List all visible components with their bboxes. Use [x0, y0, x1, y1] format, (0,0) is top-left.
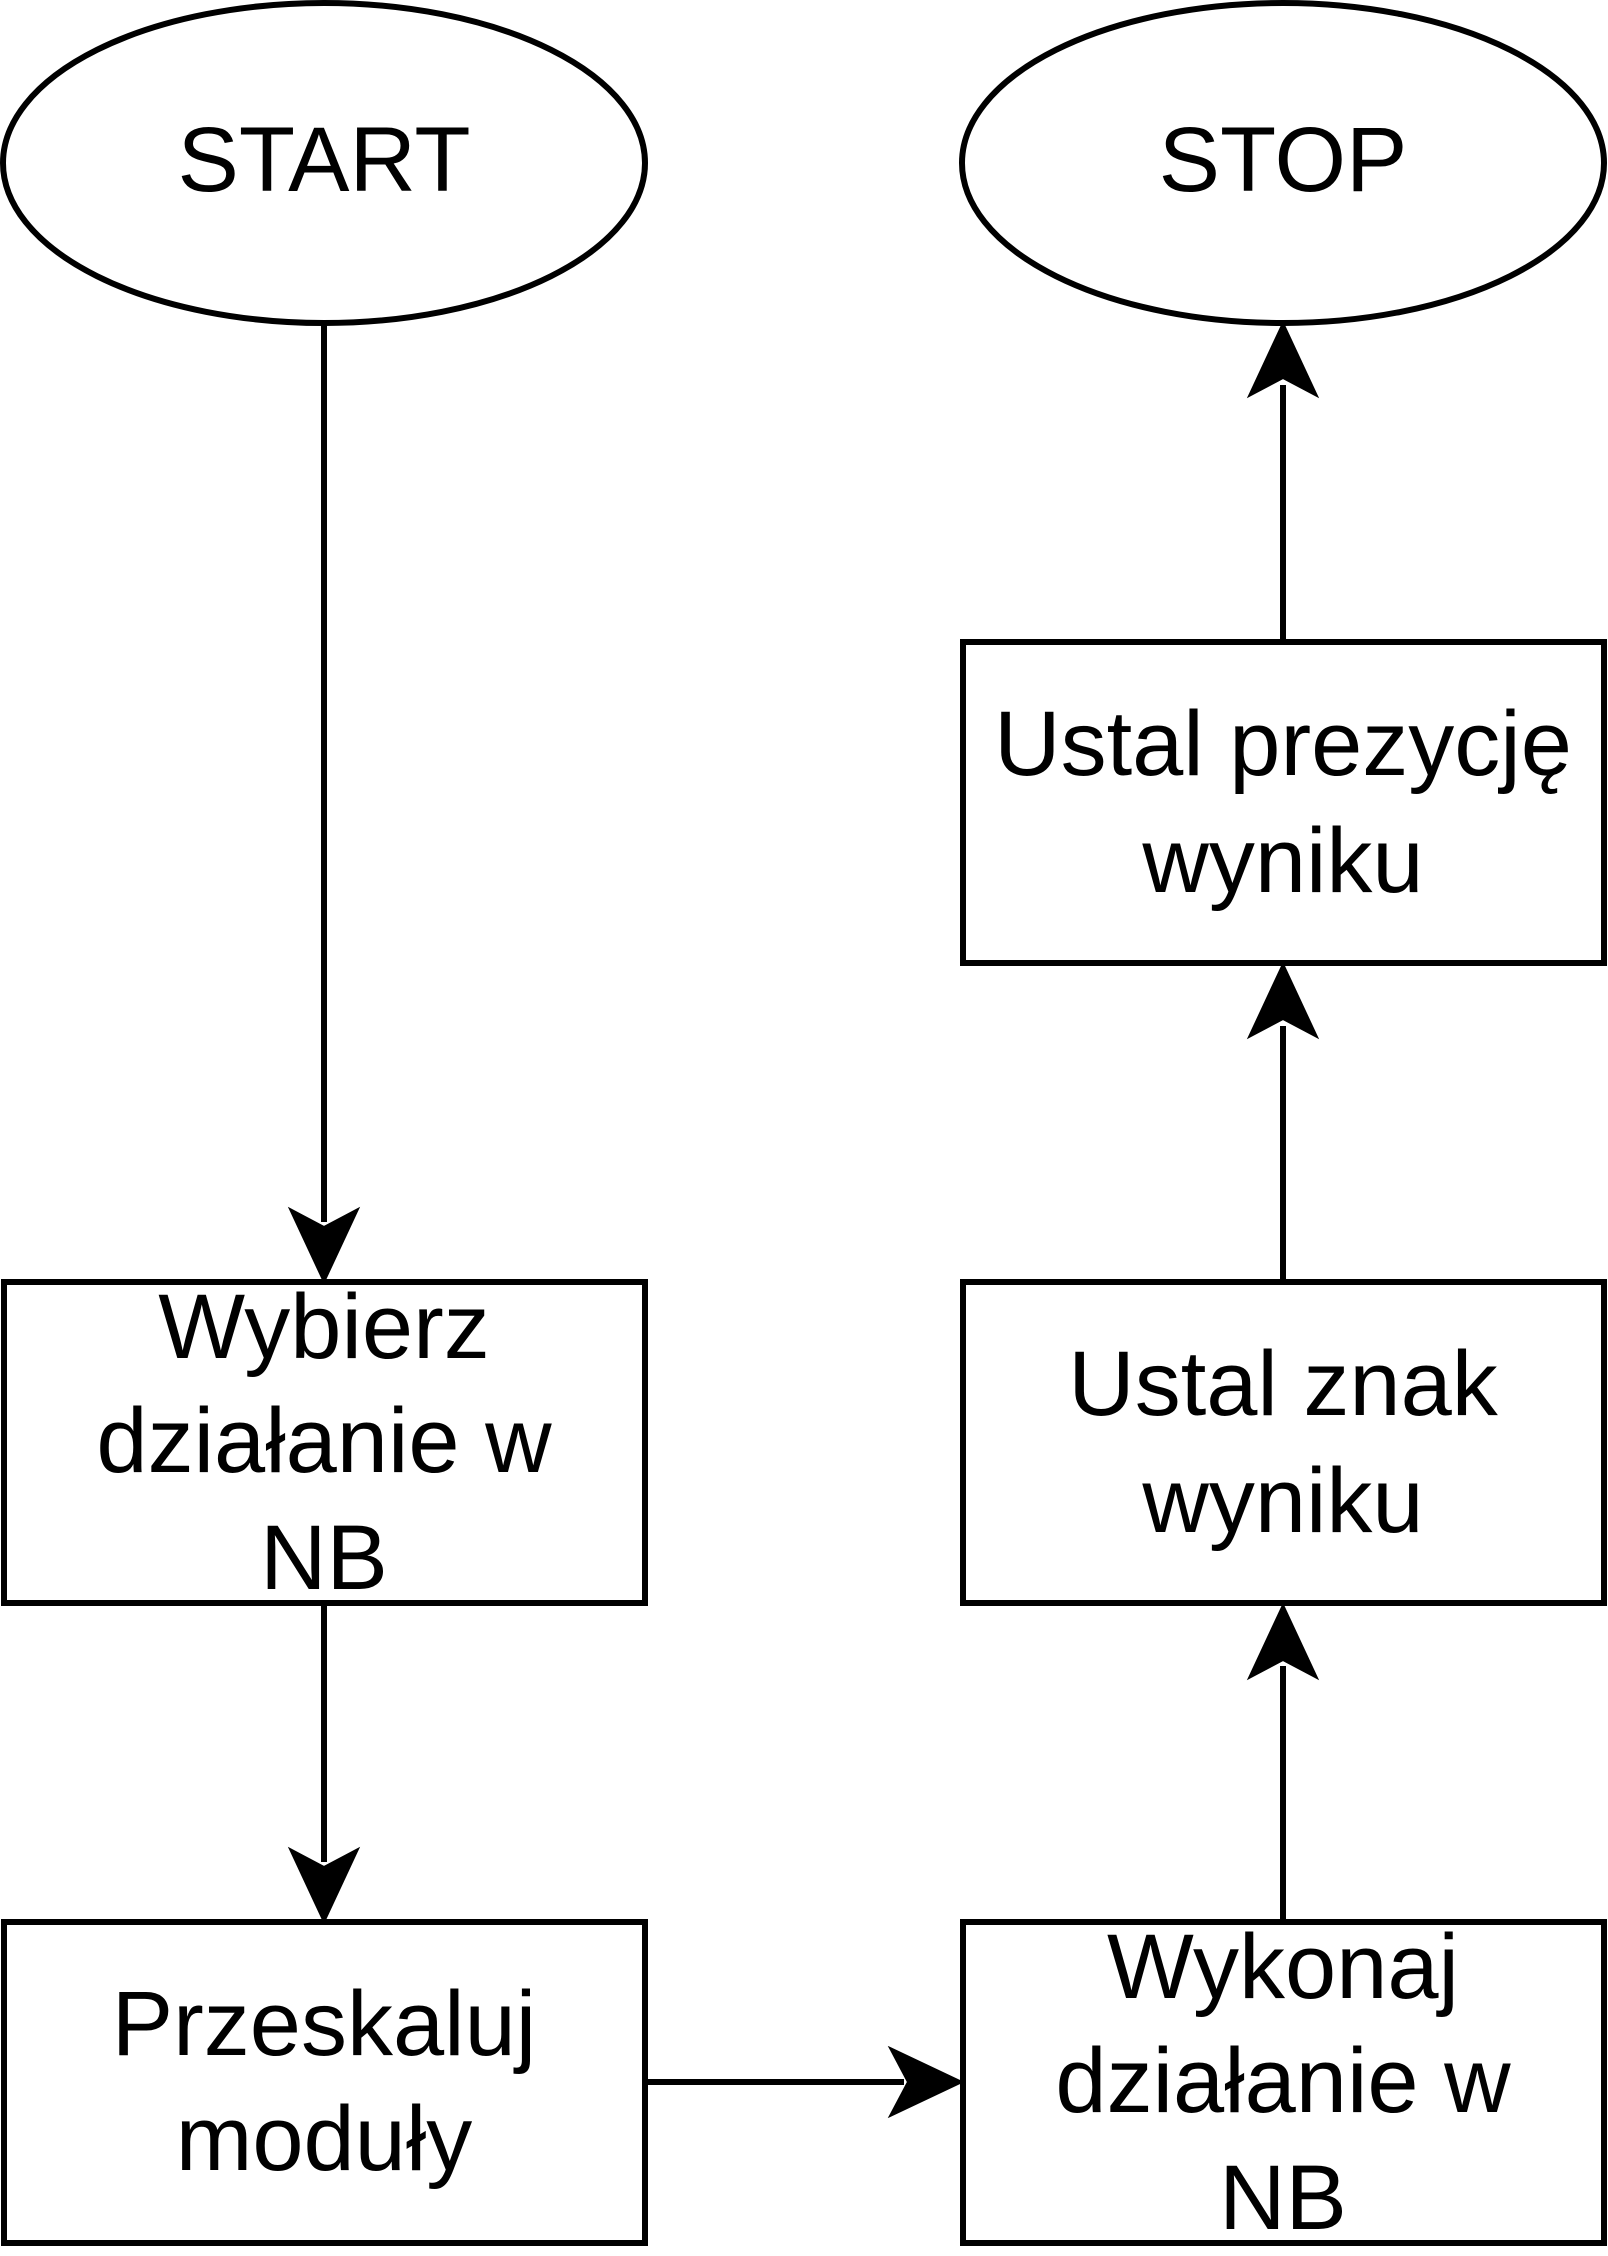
przeskaluj-box: [1, 1919, 648, 2246]
znak-box: [960, 1279, 1607, 1606]
stop-label: STOP: [1159, 109, 1408, 211]
precyzja-box: [960, 639, 1607, 966]
node-ustal-znak[interactable]: Ustal znak wyniku: [960, 1279, 1607, 1606]
wybierz-label-line-2: działanie w: [96, 1390, 552, 1492]
node-ustal-precyzje[interactable]: Ustal prezycję wyniku: [960, 639, 1607, 966]
wybierz-label-line-1: Wybierz: [158, 1276, 489, 1378]
node-start[interactable]: START: [0, 0, 648, 326]
node-stop[interactable]: STOP: [959, 0, 1607, 326]
wykonaj-label-line-3: NB: [1219, 2147, 1347, 2249]
znak-label-line-2: wyniku: [1141, 1450, 1423, 1552]
przeskaluj-label-line-1: Przeskaluj: [112, 1973, 536, 2075]
wykonaj-label-line-1: Wykonaj: [1107, 1916, 1459, 2018]
edge-znak-to-precyzja: [1246, 961, 1320, 1282]
stop-ellipse: [959, 0, 1607, 326]
edge-start-to-wybierz: [287, 323, 361, 1285]
znak-label-line-1: Ustal znak: [1068, 1333, 1498, 1435]
edge-przeskaluj-to-wykonaj: [645, 2045, 965, 2119]
edge-wybierz-to-przeskaluj: [287, 1605, 361, 1925]
node-wybierz-dzialanie[interactable]: Wybierz działanie w NB: [1, 1276, 648, 1609]
wybierz-box: [1, 1279, 648, 1606]
wybierz-label-line-3: NB: [260, 1507, 388, 1609]
precyzja-label-line-2: wyniku: [1141, 810, 1423, 912]
start-ellipse: [0, 0, 648, 326]
wykonaj-label-line-2: działanie w: [1055, 2030, 1511, 2132]
edge-precyzja-to-stop: [1246, 320, 1320, 642]
precyzja-label-line-1: Ustal prezycję: [994, 693, 1572, 795]
przeskaluj-label-line-2: moduły: [176, 2088, 473, 2190]
wykonaj-box: [960, 1919, 1607, 2246]
edge-wykonaj-to-znak: [1246, 1602, 1320, 1922]
node-przeskaluj-moduly[interactable]: Przeskaluj moduły: [1, 1919, 648, 2246]
start-label: START: [177, 109, 470, 211]
node-wykonaj-dzialanie[interactable]: Wykonaj działanie w NB: [960, 1916, 1607, 2249]
